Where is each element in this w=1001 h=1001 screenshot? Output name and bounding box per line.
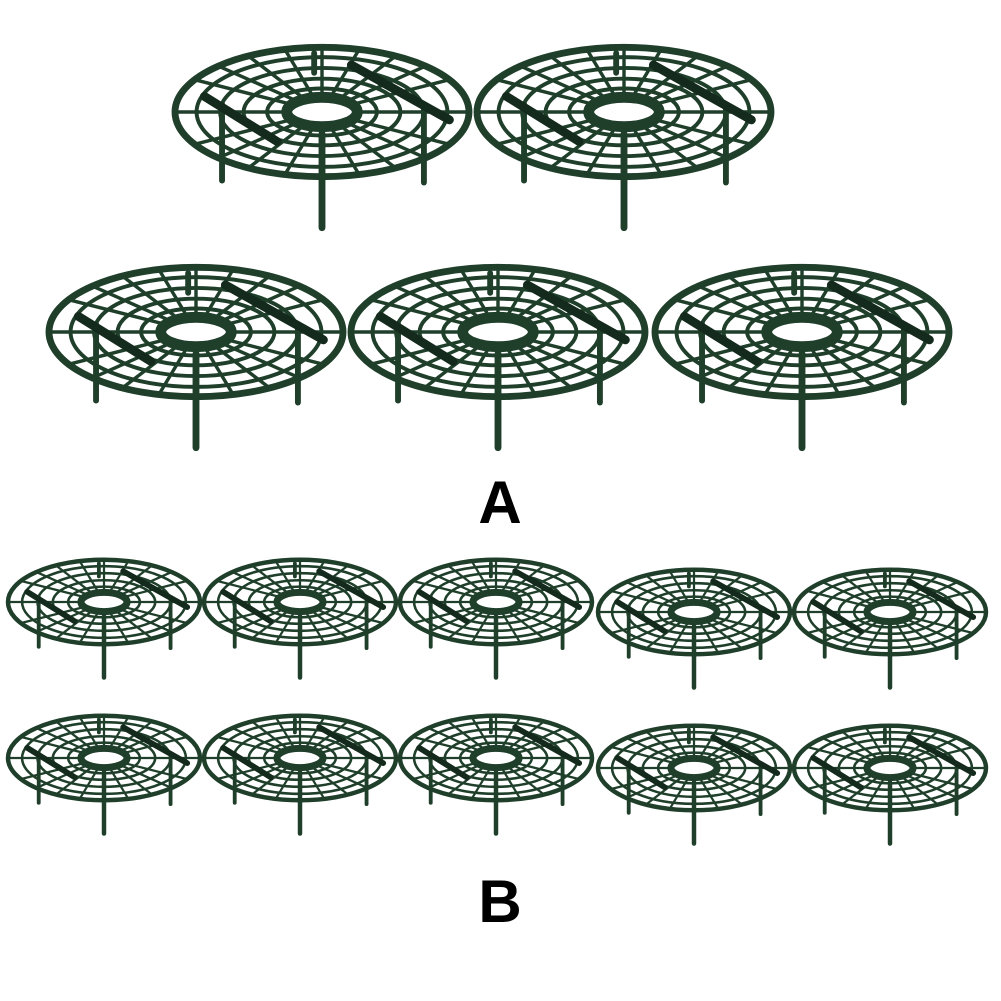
support-ring-b6 (8, 716, 200, 834)
group-b-rings (8, 560, 986, 844)
support-ring-b2 (204, 560, 396, 678)
support-ring-b10 (794, 726, 986, 844)
support-ring-b5 (794, 570, 986, 688)
support-ring-a3 (49, 267, 343, 447)
support-ring-a4 (351, 267, 645, 447)
support-ring-b3 (400, 560, 592, 678)
support-ring-a5 (655, 267, 949, 447)
support-ring-b1 (8, 560, 200, 678)
support-ring-b8 (400, 716, 592, 834)
group-a-rings (49, 47, 949, 447)
support-ring-b9 (598, 726, 790, 844)
support-ring-a1 (175, 47, 469, 227)
support-ring-b4 (598, 570, 790, 688)
group-label-b: B (478, 868, 522, 935)
support-ring-a2 (477, 47, 771, 227)
support-ring-b7 (204, 716, 396, 834)
group-label-a: A (478, 469, 522, 536)
